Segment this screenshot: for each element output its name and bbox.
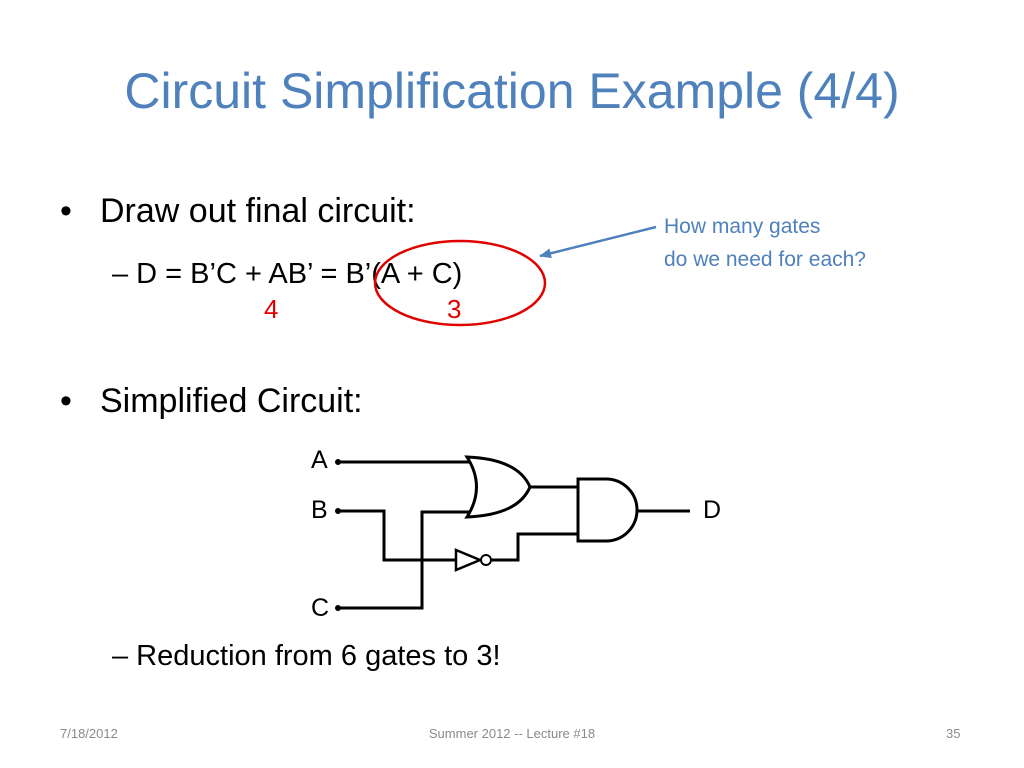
bullet-text: Draw out final circuit: bbox=[100, 192, 416, 230]
circuit-wires bbox=[335, 459, 690, 611]
highlight-ellipse bbox=[373, 239, 547, 327]
not-gate bbox=[454, 548, 492, 572]
bullet-text: Simplified Circuit: bbox=[100, 382, 363, 420]
footer-date: 7/18/2012 bbox=[60, 726, 118, 741]
bullet-dot: • bbox=[60, 382, 72, 420]
callout-arrow bbox=[539, 225, 657, 259]
equation-line: – D = B’C + AB’ = B’(A + C) bbox=[112, 258, 463, 290]
gate-count-right: 3 bbox=[447, 294, 462, 324]
callout-line-2: do we need for each? bbox=[664, 248, 866, 271]
callout-line-1: How many gates bbox=[664, 215, 821, 238]
footer-lecture: Summer 2012 -- Lecture #18 bbox=[428, 726, 596, 741]
bullet-simplified-circuit: • Simplified Circuit: bbox=[60, 382, 363, 421]
input-label-a: A bbox=[311, 446, 328, 474]
input-label-b: B bbox=[311, 496, 328, 524]
or-gate bbox=[464, 455, 532, 519]
output-label-d: D bbox=[703, 496, 722, 524]
reduction-line: – Reduction from 6 gates to 3! bbox=[112, 640, 501, 672]
footer-page-number: 35 bbox=[946, 726, 961, 741]
gate-count-left: 4 bbox=[264, 294, 279, 324]
bullet-draw-final-circuit: • Draw out final circuit: bbox=[60, 192, 416, 231]
bullet-dot: • bbox=[60, 192, 72, 230]
callout-note: How many gates do we need for each? bbox=[664, 210, 866, 276]
input-label-c: C bbox=[311, 594, 330, 622]
and-gate bbox=[576, 477, 639, 543]
slide-title: Circuit Simplification Example (4/4) bbox=[124, 63, 900, 119]
